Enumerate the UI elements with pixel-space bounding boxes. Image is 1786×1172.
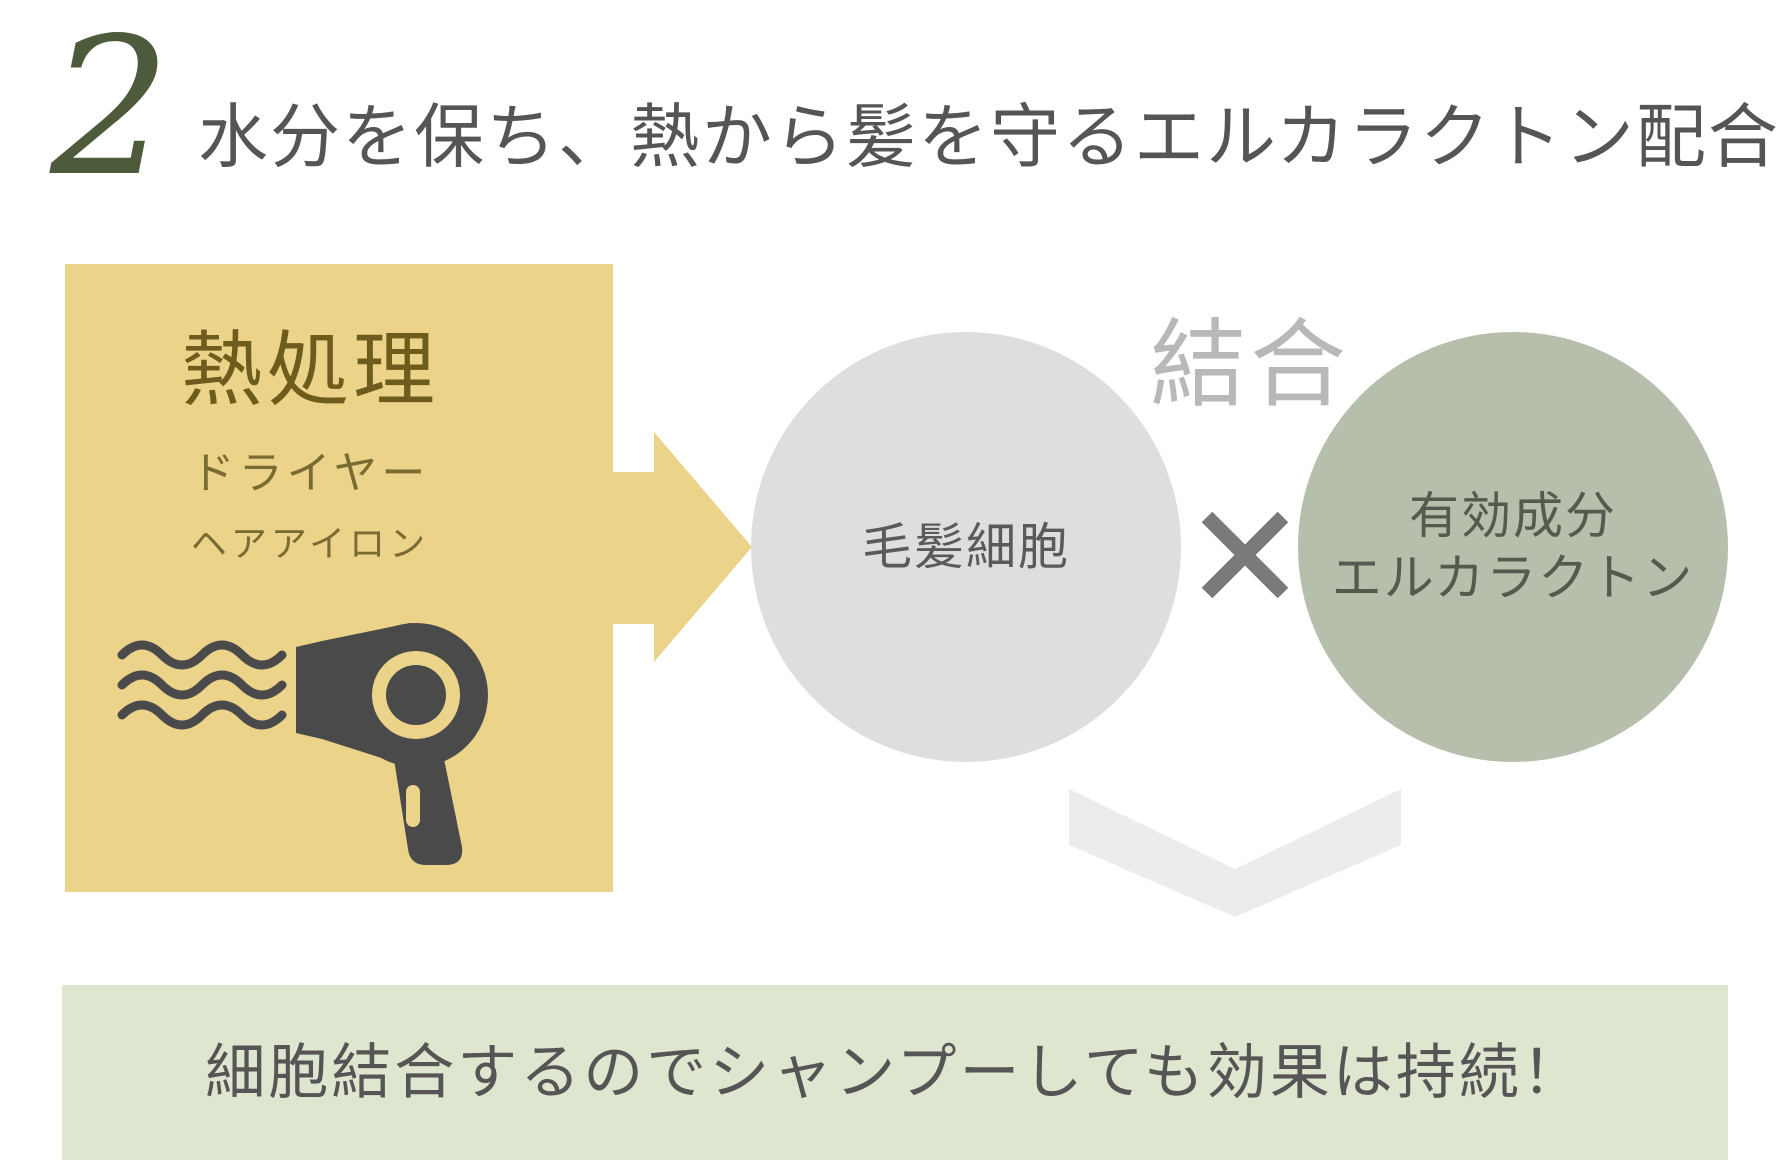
hair-cell-label: 毛髪細胞: [862, 518, 1070, 576]
ingredient-circle: 有効成分 エルカラクトン: [1298, 332, 1728, 762]
heat-treatment-panel: 熱処理 ドライヤー ヘアアイロン: [65, 264, 613, 892]
heat-source-dryer: ドライヤー: [190, 448, 430, 499]
ingredient-label-line-1: 有効成分: [1409, 487, 1617, 545]
result-banner: 細胞結合するのでシャンプーしても効果は持続！: [62, 985, 1728, 1160]
right-arrow-icon: [612, 432, 752, 662]
heat-dryer-illustration: [117, 623, 488, 865]
step-number: 2: [50, 0, 171, 218]
ingredient-label-line-2: エルカラクトン: [1331, 549, 1695, 607]
times-icon: [1201, 511, 1289, 599]
heat-treatment-title: 熱処理: [180, 323, 439, 418]
chevron-down-icon: [1069, 789, 1401, 917]
heat-source-iron: ヘアアイロン: [190, 524, 430, 565]
heat-waves-icon: [117, 640, 287, 730]
result-text: 細胞結合するのでシャンプーしても効果は持続！: [205, 1037, 1585, 1108]
hair-cell-circle: 毛髪細胞: [751, 332, 1181, 762]
section-heading: 水分を保ち、熱から髪を守るエルカラクトン配合: [198, 96, 1780, 178]
hair-dryer-icon: [296, 623, 488, 865]
bond-label: 結合: [1150, 309, 1350, 421]
